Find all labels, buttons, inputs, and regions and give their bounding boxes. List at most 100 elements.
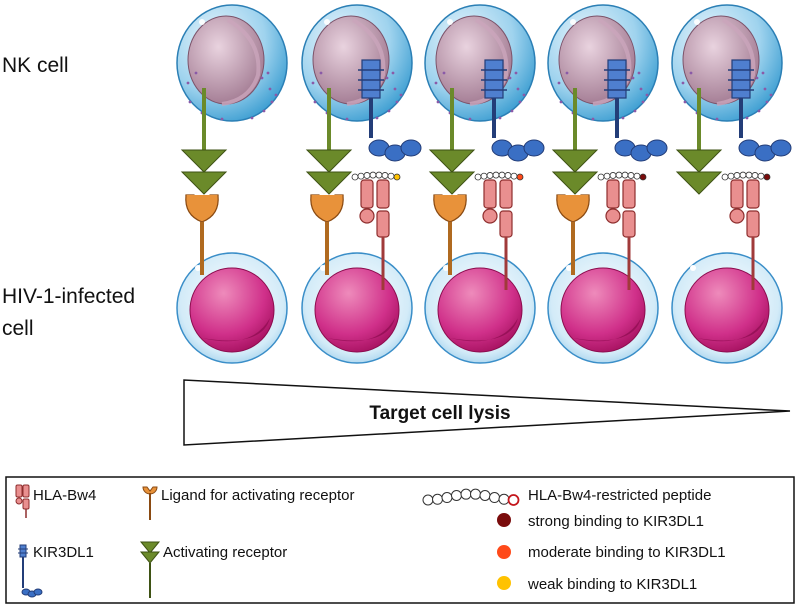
- activating-receptor-arrow-lower: [428, 171, 476, 195]
- nk-cell: [547, 4, 659, 122]
- nk-cell-highlight: [324, 19, 330, 25]
- nk-cell-granule: [516, 87, 520, 91]
- nk-cell-granule: [260, 76, 264, 80]
- peptide-residue: [369, 171, 377, 179]
- peptide-residue: [474, 173, 482, 181]
- activating-receptor-arrow-upper: [551, 149, 599, 173]
- nk-cell-granule: [681, 81, 685, 85]
- nk-cell-granule: [250, 116, 254, 120]
- nk-cell-granule: [757, 109, 761, 113]
- hla-bw4-molecule: [729, 179, 760, 290]
- nk-cell-granule: [395, 100, 399, 104]
- nk-cell-granule: [559, 100, 563, 104]
- hla-alpha3-domain: [376, 210, 390, 238]
- nk-cell-granule: [508, 76, 512, 80]
- hla-alpha1-domain: [730, 179, 744, 209]
- peptide-residue: [479, 490, 491, 501]
- peptide-residue: [721, 173, 729, 181]
- peptide-residue: [393, 173, 401, 181]
- nk-cell-granule: [266, 71, 270, 75]
- nk-cell-granule: [220, 117, 224, 121]
- hla-beta2m: [482, 208, 498, 224]
- infected-cell: [424, 252, 536, 364]
- nk-cell-granule: [645, 93, 649, 97]
- kir3dl1-domain-d2: [646, 139, 668, 157]
- infected-cell-nucleus: [684, 267, 770, 353]
- infected-cell-nucleus-shading: [573, 318, 641, 342]
- nk-cell-granule: [319, 71, 323, 75]
- infected-cell-nucleus: [437, 267, 523, 353]
- kir3dl1-receptor: [728, 59, 792, 162]
- nk-cell-granule: [194, 71, 198, 75]
- nk-cell-granule: [755, 76, 759, 80]
- activating-receptor: [675, 88, 723, 195]
- nk-cell-granule: [591, 117, 595, 121]
- infected-cell: [176, 252, 288, 364]
- nk-cell-granule: [387, 109, 391, 113]
- hla-alpha3-domain: [499, 210, 513, 238]
- nk-cell-granule: [274, 93, 278, 97]
- activating-ligand: [185, 194, 219, 275]
- column-3: [424, 4, 545, 364]
- nk-cell-granule: [313, 100, 317, 104]
- hla-bw4-icon: [15, 484, 30, 518]
- nk-cell-nucleus-shading: [716, 18, 756, 106]
- nk-cell-granule: [434, 81, 438, 85]
- nk-cell: [671, 4, 783, 122]
- nk-cell-nucleus-shading: [221, 18, 261, 106]
- nk-cell-nucleus-shading: [469, 18, 509, 106]
- kir3dl1-receptor: [604, 59, 668, 162]
- activating-receptor-arrow-lower: [180, 171, 228, 195]
- nk-cell-granule: [311, 81, 315, 85]
- nk-cell-label: NK cell: [2, 54, 69, 77]
- kir3dl1-domain-d2: [770, 139, 792, 157]
- activating-receptor: [180, 88, 228, 195]
- nk-cell-granule: [565, 71, 569, 75]
- hla-beta2m: [605, 208, 621, 224]
- hla-alpha1-domain: [606, 179, 620, 209]
- peptide-residue: [739, 171, 747, 179]
- nk-cell-granule: [385, 76, 389, 80]
- nk-cell-granule: [689, 71, 693, 75]
- kir3dl1-transmembrane: [731, 59, 751, 99]
- nk-cell-granule: [637, 71, 641, 75]
- ligand-body: [310, 194, 344, 223]
- nk-cell-granule: [522, 93, 526, 97]
- nk-cell-granule: [631, 76, 635, 80]
- peptide-residue: [470, 488, 481, 500]
- hla-alpha3-domain: [622, 210, 636, 238]
- nk-cell: [301, 4, 413, 122]
- activating-receptor: [305, 88, 353, 195]
- infected-cell: [671, 252, 783, 364]
- activating-ligand: [556, 194, 590, 275]
- legend-moderate-label: moderate binding to KIR3DL1: [528, 544, 726, 561]
- peptide-residue: [510, 172, 518, 180]
- nk-cell-granule: [514, 71, 518, 75]
- nk-cell-granule: [498, 116, 502, 120]
- peptide-residue: [727, 172, 735, 180]
- activating-receptor-arrow-lower: [551, 171, 599, 195]
- legend-peptide-label: HLA-Bw4-restricted peptide: [528, 487, 711, 504]
- nk-cell-granule: [436, 100, 440, 104]
- infected-cell-nucleus: [314, 267, 400, 353]
- nk-cell-granule: [391, 71, 395, 75]
- target-cell-lysis-label: Target cell lysis: [369, 403, 510, 424]
- infected-cell-nucleus: [189, 267, 275, 353]
- activating-receptor: [428, 88, 476, 195]
- kir3dl1-domain-d2: [523, 139, 545, 157]
- peptide-residue: [639, 173, 647, 181]
- peptide-residue: [751, 172, 759, 179]
- nk-cell-granule: [518, 100, 522, 104]
- kir3dl1-transmembrane: [361, 59, 381, 99]
- weak-binding-dot: [497, 576, 511, 590]
- peptide-residue: [627, 172, 635, 179]
- activating-receptor-arrow-lower: [305, 171, 353, 195]
- nk-cell-granule: [393, 87, 397, 91]
- activating-receptor-icon: [139, 541, 161, 598]
- infected-cell-nucleus: [560, 267, 646, 353]
- peptide-residue: [351, 173, 359, 181]
- infected-cell: [301, 252, 413, 364]
- peptide-residue: [633, 172, 641, 180]
- nk-cell-granule: [557, 81, 561, 85]
